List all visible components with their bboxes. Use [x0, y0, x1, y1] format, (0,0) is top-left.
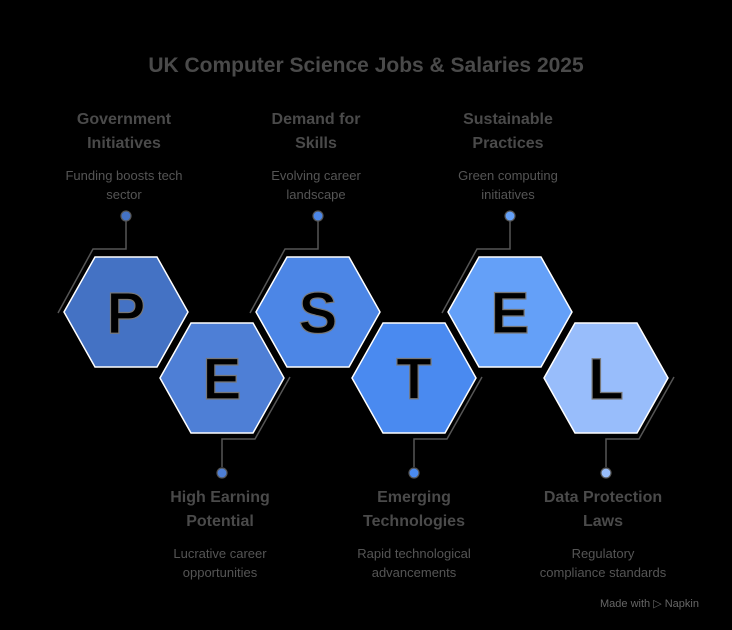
- dot-e1: [216, 467, 228, 479]
- connector-e1: [221, 376, 291, 467]
- hexagon-t: [351, 322, 477, 434]
- letter-t: T: [396, 347, 431, 412]
- dot-l: [600, 467, 612, 479]
- dot-e2: [504, 210, 516, 222]
- connector-t: [413, 376, 483, 467]
- dot-s: [312, 210, 324, 222]
- dot-p: [120, 210, 132, 222]
- letter-e-economic: E: [203, 347, 242, 412]
- napkin-logo-icon: ▷: [653, 598, 662, 610]
- connector-s: [249, 221, 319, 314]
- letter-s: S: [299, 281, 338, 346]
- hexagon-s: [255, 256, 381, 368]
- hexagon-e-economic: [159, 322, 285, 434]
- made-with-text: Made with: [600, 598, 651, 610]
- hexagon-p: [63, 256, 189, 368]
- letter-e-environmental: E: [491, 281, 530, 346]
- hexagon-l: [543, 322, 669, 434]
- hexagon-e-environmental: [447, 256, 573, 368]
- connector-e2: [441, 221, 511, 314]
- letter-p: P: [107, 281, 146, 346]
- brand-name: Napkin: [664, 598, 699, 610]
- connector-l: [605, 376, 675, 467]
- diagram-title: UK Computer Science Jobs & Salaries 2025: [148, 54, 584, 77]
- connector-p: [57, 221, 127, 314]
- letter-l: L: [588, 347, 623, 412]
- napkin-watermark: Made with ▷ Napkin: [600, 597, 699, 610]
- dot-t: [408, 467, 420, 479]
